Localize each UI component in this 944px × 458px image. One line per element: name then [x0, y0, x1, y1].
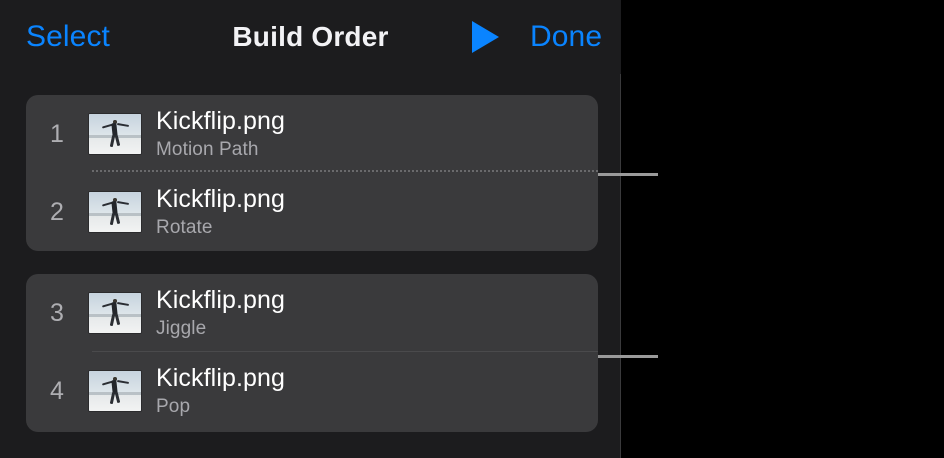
build-order-number: 4: [50, 376, 64, 405]
build-effect-name: Pop: [156, 395, 191, 417]
build-list-item[interactable]: 1 Kickflip.png Motion Path: [26, 95, 598, 173]
build-effect-name: Motion Path: [156, 138, 259, 160]
build-list-item-text: Kickflip.png Motion Path: [156, 107, 285, 162]
navigation-bar: Select Build Order Done: [0, 0, 621, 74]
build-order-number: 1: [50, 119, 64, 148]
build-file-name: Kickflip.png: [156, 184, 286, 213]
build-list-item[interactable]: 2 Kickflip.png Rotate: [26, 173, 598, 251]
leader-line-build-group-one: [598, 173, 658, 176]
build-list-item-text: Kickflip.png Jiggle: [156, 286, 285, 341]
build-list-item-text: Kickflip.png Rotate: [156, 185, 285, 240]
build-list-item[interactable]: 4 Kickflip.png Pop: [26, 352, 598, 430]
play-triangle-icon[interactable]: [472, 21, 499, 53]
build-order-number: 3: [50, 298, 64, 327]
build-effect-name: Rotate: [156, 216, 213, 238]
panel-right-edge: [620, 0, 621, 458]
page-title: Build Order: [232, 21, 389, 52]
row-separator-dotted: [92, 170, 598, 173]
leader-line-build-group-two: [598, 355, 658, 358]
build-order-number: 2: [50, 197, 64, 226]
build-file-name: Kickflip.png: [156, 285, 286, 314]
slide-thumbnail-image: [88, 113, 142, 155]
slide-thumbnail-image: [88, 370, 142, 412]
row-separator-solid: [92, 351, 598, 352]
build-group-card: 1 Kickflip.png Motion Path 2 Kic: [26, 95, 598, 251]
done-button[interactable]: Done: [530, 20, 603, 53]
slide-thumbnail-image: [88, 191, 142, 233]
build-group-card: 3 Kickflip.png Jiggle 4 Kickflip: [26, 274, 598, 432]
select-button[interactable]: Select: [26, 20, 110, 53]
slide-thumbnail-image: [88, 292, 142, 334]
build-list-item-text: Kickflip.png Pop: [156, 364, 285, 419]
build-effect-name: Jiggle: [156, 317, 207, 339]
build-file-name: Kickflip.png: [156, 363, 286, 392]
build-list-item[interactable]: 3 Kickflip.png Jiggle: [26, 274, 598, 352]
build-file-name: Kickflip.png: [156, 106, 286, 135]
